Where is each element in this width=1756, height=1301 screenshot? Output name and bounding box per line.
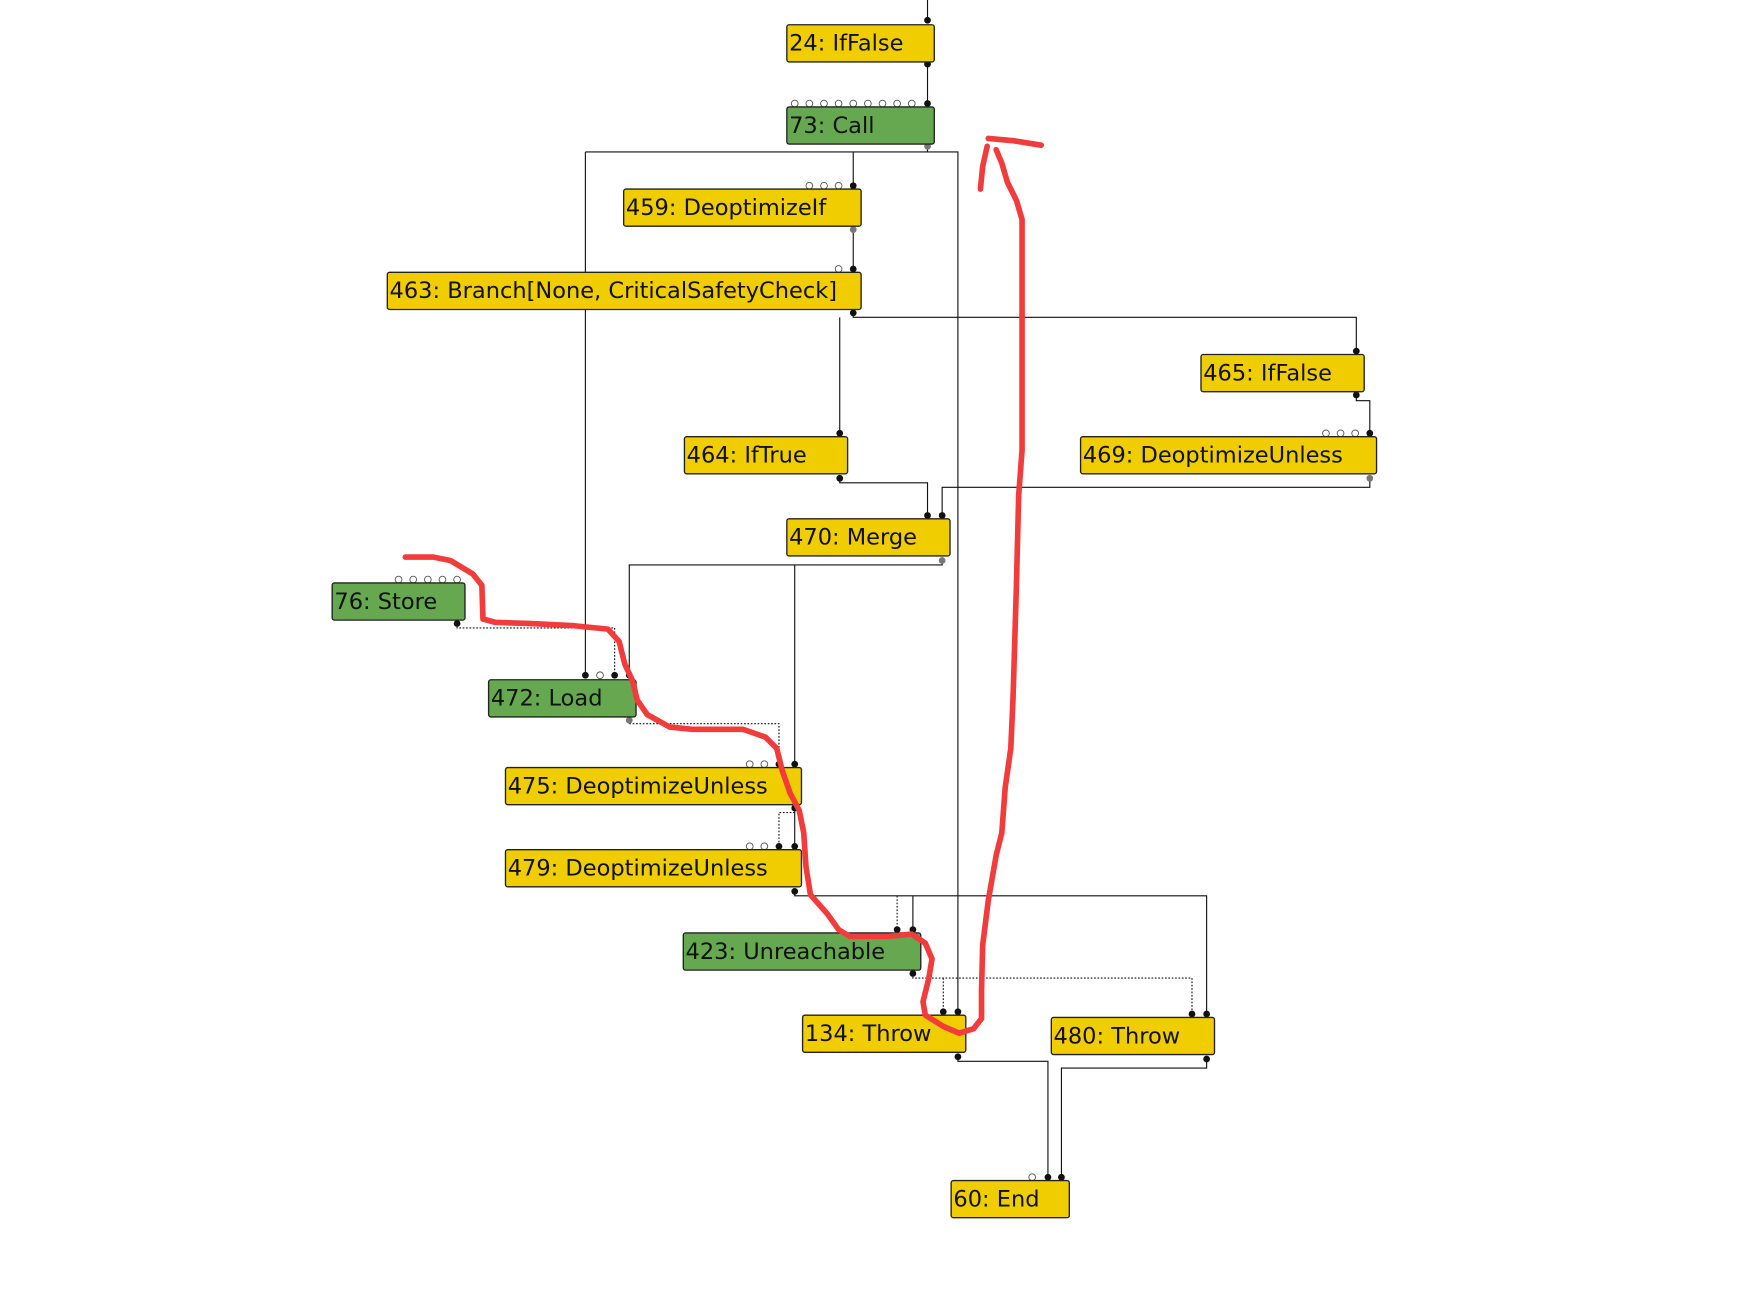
node-73-call[interactable]: 73: Call bbox=[786, 106, 935, 145]
node-label: 470: Merge bbox=[789, 525, 917, 551]
node-76-store[interactable]: 76: Store bbox=[331, 582, 466, 621]
node-label: 24: IfFalse bbox=[789, 31, 903, 57]
node-470-merge[interactable]: 470: Merge bbox=[786, 518, 951, 557]
node-label: 459: DeoptimizeIf bbox=[626, 195, 827, 221]
node-465-iffalse[interactable]: 465: IfFalse bbox=[1200, 353, 1365, 393]
node-label: 479: DeoptimizeUnless bbox=[508, 856, 768, 882]
edges bbox=[456, 0, 1371, 1177]
node-label: 73: Call bbox=[789, 113, 874, 139]
node-label: 475: DeoptimizeUnless bbox=[508, 773, 768, 799]
node-label: 472: Load bbox=[491, 686, 603, 712]
node-label: 423: Unreachable bbox=[686, 939, 886, 965]
node-472-load[interactable]: 472: Load bbox=[487, 679, 637, 718]
node-label: 60: End bbox=[953, 1186, 1039, 1212]
node-469-deoptimizeunless[interactable]: 469: DeoptimizeUnless bbox=[1079, 435, 1378, 475]
node-label: 76: Store bbox=[334, 589, 437, 615]
node-459-deoptimizeif[interactable]: 459: DeoptimizeIf bbox=[622, 188, 862, 227]
node-480-throw[interactable]: 480: Throw bbox=[1050, 1016, 1216, 1056]
node-475-deoptimizeunless[interactable]: 475: DeoptimizeUnless bbox=[504, 766, 803, 806]
node-label: 463: Branch[None, CriticalSafetyCheck] bbox=[390, 278, 837, 304]
node-label: 465: IfFalse bbox=[1203, 360, 1332, 386]
node-463-branch[interactable]: 463: Branch[None, CriticalSafetyCheck] bbox=[386, 271, 862, 311]
node-60-end[interactable]: 60: End bbox=[950, 1179, 1070, 1219]
node-464-iftrue[interactable]: 464: IfTrue bbox=[683, 435, 849, 475]
node-479-deoptimizeunless[interactable]: 479: DeoptimizeUnless bbox=[504, 849, 803, 888]
node-label: 464: IfTrue bbox=[687, 443, 807, 469]
node-423-unreachable[interactable]: 423: Unreachable bbox=[682, 932, 922, 971]
red-annotation-path bbox=[402, 135, 1045, 1036]
node-134-throw[interactable]: 134: Throw bbox=[801, 1014, 967, 1053]
node-24-iffalse[interactable]: 24: IfFalse bbox=[786, 24, 935, 63]
node-label: 480: Throw bbox=[1054, 1023, 1181, 1049]
pins bbox=[394, 16, 1374, 1182]
node-label: 134: Throw bbox=[805, 1021, 932, 1047]
node-label: 469: DeoptimizeUnless bbox=[1083, 443, 1343, 469]
